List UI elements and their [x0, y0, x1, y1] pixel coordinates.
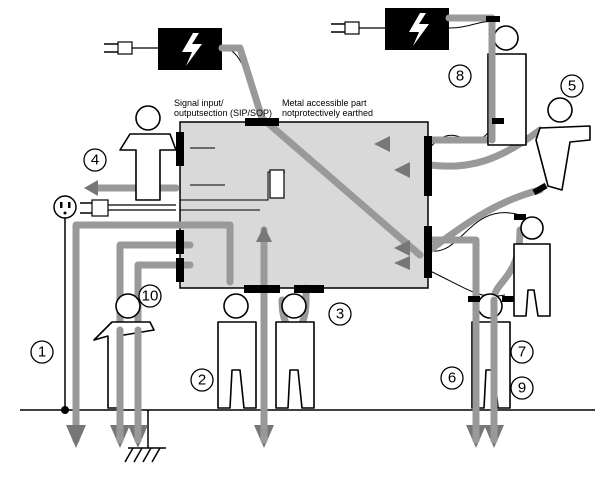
lightning-bolt-icon	[182, 33, 202, 66]
current-path	[218, 44, 424, 259]
current-path	[72, 221, 234, 444]
person-5	[535, 97, 591, 191]
marker-2: 2	[190, 368, 214, 392]
terminals	[176, 118, 432, 293]
person-10	[93, 293, 155, 409]
wire	[427, 212, 521, 252]
earth-ground-icon	[124, 410, 166, 463]
svg-text:5: 5	[568, 78, 576, 95]
person-2	[217, 293, 257, 409]
person-4	[119, 105, 177, 201]
power-plug-icon	[104, 41, 133, 55]
svg-text:7: 7	[518, 344, 526, 361]
power-plug-icon	[331, 21, 360, 35]
svg-text:10: 10	[142, 288, 159, 305]
power-plug-icon	[80, 199, 176, 217]
svg-text:2: 2	[198, 372, 206, 389]
person-7	[513, 216, 551, 317]
wire	[448, 21, 493, 29]
device-enclosure	[179, 121, 429, 289]
marker-10: 10	[138, 284, 162, 308]
power-source-left	[104, 28, 222, 70]
resistor	[269, 169, 285, 199]
power-outlet-icon	[53, 195, 77, 414]
marker-7: 7	[510, 340, 534, 364]
svg-text:4: 4	[91, 152, 99, 169]
svg-text:3: 3	[336, 306, 344, 323]
marker-6: 6	[440, 366, 464, 390]
lightning-bolt-icon	[409, 13, 429, 46]
marker-5: 5	[560, 74, 584, 98]
marker-1: 1	[30, 340, 54, 364]
signal-section-label-line1: Signal input/	[174, 98, 224, 108]
metal-part-label-line2: notprotectively earthed	[282, 108, 373, 118]
marker-9: 9	[510, 376, 534, 400]
person-3	[275, 293, 315, 409]
wire	[190, 147, 225, 186]
marker-4: 4	[83, 148, 107, 172]
svg-text:1: 1	[38, 344, 46, 361]
marker-3: 3	[328, 302, 352, 326]
svg-text:9: 9	[518, 380, 526, 397]
svg-text:8: 8	[456, 68, 464, 85]
signal-section-label-line2: outputsection (SIP/SOP)	[174, 108, 272, 118]
current-path	[426, 126, 544, 170]
power-source-right	[331, 8, 449, 50]
metal-part-label-line1: Metal accessible part	[282, 98, 367, 108]
marker-8: 8	[448, 64, 472, 88]
contact-marks	[468, 16, 548, 302]
svg-text:6: 6	[448, 370, 456, 387]
